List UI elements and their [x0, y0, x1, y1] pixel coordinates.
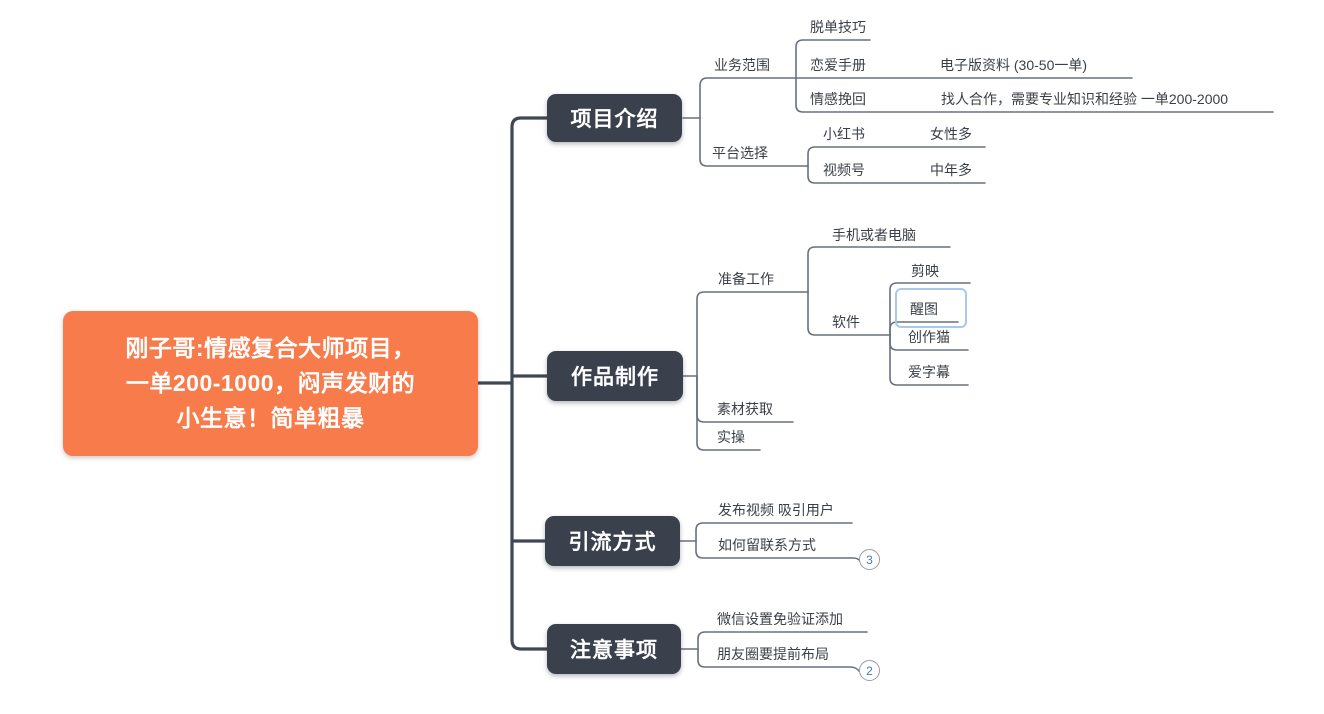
node-publish-video[interactable]: 发布视频 吸引用户	[718, 502, 834, 518]
subtopic-lines	[679, 39, 1274, 672]
node-moments-layout[interactable]: 朋友圈要提前布局	[717, 646, 829, 662]
note-middle-aged[interactable]: 中年多	[930, 162, 972, 178]
node-aizimu[interactable]: 爱字幕	[908, 364, 950, 380]
node-practice[interactable]: 实操	[717, 429, 745, 445]
node-material-acquisition[interactable]: 素材获取	[717, 401, 773, 417]
node-software[interactable]: 软件	[832, 314, 860, 330]
node-love-manual[interactable]: 恋爱手册	[810, 57, 866, 73]
selection-frame[interactable]	[895, 288, 967, 328]
root-topic-line: 一单200-1000，闷声发财的	[125, 370, 416, 396]
node-business-scope[interactable]: 业务范围	[714, 57, 770, 73]
node-video-account[interactable]: 视频号	[823, 162, 865, 178]
note-ebook-material[interactable]: 电子版资料 (30-50一单)	[940, 57, 1088, 73]
topic-project-intro[interactable]: 项目介绍	[547, 94, 682, 142]
node-jianying[interactable]: 剪映	[911, 263, 939, 279]
node-platform-choice[interactable]: 平台选择	[712, 145, 768, 161]
topic-precautions[interactable]: 注意事项	[547, 624, 681, 674]
node-single-skills[interactable]: 脱单技巧	[810, 19, 866, 35]
node-leave-contact[interactable]: 如何留联系方式	[718, 537, 816, 553]
node-preparation[interactable]: 准备工作	[718, 271, 774, 287]
count-badge-2[interactable]: 2	[859, 660, 880, 681]
root-topic-line: 刚子哥:情感复合大师项目，	[125, 335, 416, 361]
node-chuangzuomao[interactable]: 创作猫	[908, 329, 950, 345]
node-emotion-recovery[interactable]: 情感挽回	[810, 91, 866, 107]
node-xiaohongshu[interactable]: 小红书	[823, 126, 865, 142]
note-mostly-female[interactable]: 女性多	[930, 126, 972, 142]
main-branch-lines	[475, 116, 549, 651]
node-wechat-no-verify[interactable]: 微信设置免验证添加	[717, 611, 843, 627]
node-xingtu-selected[interactable]: 醒图	[910, 301, 938, 317]
root-topic-line: 小生意！简单粗暴	[176, 405, 365, 431]
topic-traffic-method[interactable]: 引流方式	[545, 516, 680, 566]
count-badge-3[interactable]: 3	[859, 549, 880, 570]
root-topic[interactable]: 刚子哥:情感复合大师项目， 一单200-1000，闷声发财的 小生意！简单粗暴	[63, 311, 478, 456]
note-cooperation[interactable]: 找人合作，需要专业知识和经验 一单200-2000	[941, 91, 1229, 107]
node-phone-or-computer[interactable]: 手机或者电脑	[832, 227, 916, 243]
topic-work-production[interactable]: 作品制作	[547, 351, 683, 401]
